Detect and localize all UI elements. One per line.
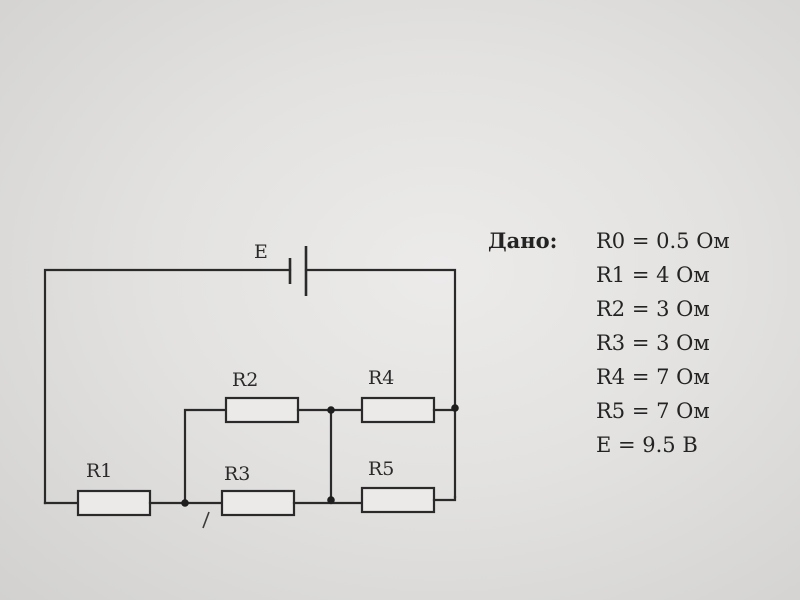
- label-e: E: [254, 241, 268, 263]
- label-r1: R1: [86, 460, 112, 482]
- label-r4: R4: [368, 367, 394, 389]
- junction-node-a: [181, 499, 189, 507]
- label-r2: R2: [232, 369, 258, 391]
- wire-node-a-to-r2: [183, 408, 228, 505]
- junction-node-d: [327, 496, 335, 504]
- given-item-e: E = 9.5 В: [596, 433, 698, 457]
- given-item-r1: R1 = 4 Ом: [596, 263, 710, 287]
- label-r3: R3: [224, 463, 250, 485]
- resistor-r5: [360, 486, 436, 514]
- wire-top-left: [43, 268, 292, 505]
- resistor-r2: [224, 396, 300, 424]
- label-r5: R5: [368, 458, 394, 480]
- given-list: R0 = 0.5 Ом R1 = 4 Ом R2 = 3 Ом R3 = 3 О…: [596, 228, 730, 466]
- resistor-r3: [220, 489, 296, 517]
- wire-r5-to-right: [432, 495, 457, 502]
- given-item-r2: R2 = 3 Ом: [596, 297, 710, 321]
- junction-node-right: [451, 404, 459, 412]
- given-item-r3: R3 = 3 Ом: [596, 331, 710, 355]
- wire-top-right: [304, 268, 457, 499]
- given-item-r4: R4 = 7 Ом: [596, 365, 710, 389]
- pencil-mark: [202, 511, 210, 529]
- given-item-r5: R5 = 7 Ом: [596, 399, 710, 423]
- resistor-r4: [360, 396, 436, 424]
- given-heading: Дано:: [488, 228, 558, 253]
- junction-node-c: [327, 406, 335, 414]
- given-item-r0: R0 = 0.5 Ом: [596, 229, 730, 253]
- resistor-r1: [76, 489, 152, 517]
